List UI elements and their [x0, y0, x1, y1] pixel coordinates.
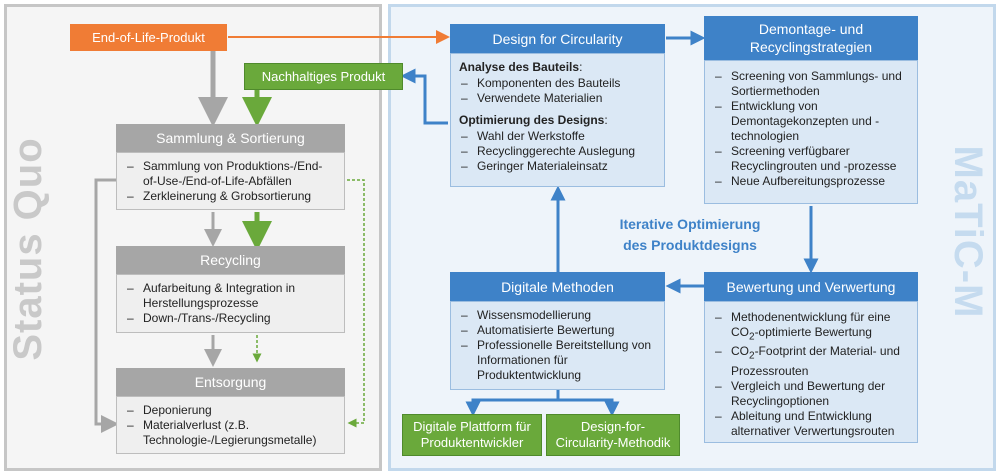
bewertung-item: CO2-Footprint der Material- und Prozessr… — [713, 344, 909, 378]
bewertung-header: Bewertung und Verwertung — [704, 272, 918, 301]
recycling-item: Down-/Trans-/Recycling — [125, 311, 336, 326]
recycling-header: Recycling — [116, 246, 345, 274]
arrow-green-dashed-loop — [347, 179, 365, 428]
digitale-header: Digitale Methoden — [450, 272, 665, 301]
entsorgung-item: Materialverlust (z.B. Technologie-/Legie… — [125, 418, 336, 448]
sammlung-body: Sammlung von Produktions-/End-of-Use-/En… — [116, 152, 345, 210]
design-header: Design for Circularity — [450, 24, 665, 53]
sammlung-item: Sammlung von Produktions-/End-of-Use-/En… — [125, 159, 336, 189]
digitale-item: Wissensmodellierung — [459, 308, 656, 323]
arrow-digitale-to-plattform — [465, 390, 560, 417]
recycling-body: Aufarbeitung & Integration in Herstellun… — [116, 274, 345, 333]
design-item: Verwendete Materialien — [459, 91, 656, 106]
eol-product-box: End-of-Life-Produkt — [70, 24, 227, 51]
digitale-item: Automatisierte Bewertung — [459, 323, 656, 338]
bewertung-item: Methodenentwicklung für eine CO2-optimie… — [713, 310, 909, 344]
arrow-gray-loop — [94, 178, 119, 433]
design-item: Recyclinggerechte Auslegung — [459, 144, 656, 159]
sustainable-product-box: Nachhaltiges Produkt — [244, 63, 403, 90]
entsorgung-item: Deponierung — [125, 403, 336, 418]
demontage-item: Screening verfügbarer Recyclingrouten un… — [713, 144, 909, 174]
recycling-item: Aufarbeitung & Integration in Herstellun… — [125, 281, 336, 311]
demontage-item: Neue Aufbereitungsprozesse — [713, 174, 909, 189]
bewertung-body: Methodenentwicklung für eine CO2-optimie… — [704, 301, 918, 443]
design-item: Geringer Materialeinsatz — [459, 159, 656, 174]
methodik-output-box: Design-for-Circularity-Methodik — [546, 414, 680, 456]
bewertung-item: Vergleich und Bewertung der Recyclingopt… — [713, 379, 909, 409]
design-item: Komponenten des Bauteils — [459, 76, 656, 91]
demontage-item: Screening von Sammlungs- und Sortiermeth… — [713, 69, 909, 99]
design-section-analyse: Analyse des Bauteils: — [459, 60, 583, 74]
design-item: Wahl der Werkstoffe — [459, 129, 656, 144]
entsorgung-header: Entsorgung — [116, 368, 345, 396]
digitale-item: Professionelle Bereitstellung von Inform… — [459, 338, 656, 383]
entsorgung-body: Deponierung Materialverlust (z.B. Techno… — [116, 396, 345, 454]
iterative-optimization-label: Iterative Optimierung des Produktdesigns — [619, 216, 761, 253]
demontage-item: Entwicklung von Demontagekonzepten und -… — [713, 99, 909, 144]
digitale-body: Wissensmodellierung Automatisierte Bewer… — [450, 301, 665, 390]
plattform-output-box: Digitale Plattform für Produktentwickler — [402, 414, 542, 456]
bewertung-item: Ableitung und Entwicklung alternativer V… — [713, 409, 909, 439]
arrow-design-to-product — [400, 68, 448, 125]
sammlung-item: Zerkleinerung & Grobsortierung — [125, 189, 336, 204]
demontage-body: Screening von Sammlungs- und Sortiermeth… — [704, 60, 918, 204]
arrow-digitale-to-methodik — [556, 390, 620, 417]
design-section-optimierung: Optimierung des Designs: — [459, 113, 608, 127]
demontage-header: Demontage- und Recyclingstrategien — [704, 16, 918, 60]
sammlung-header: Sammlung & Sortierung — [116, 124, 345, 152]
design-body: Analyse des Bauteils: Komponenten des Ba… — [450, 53, 665, 187]
